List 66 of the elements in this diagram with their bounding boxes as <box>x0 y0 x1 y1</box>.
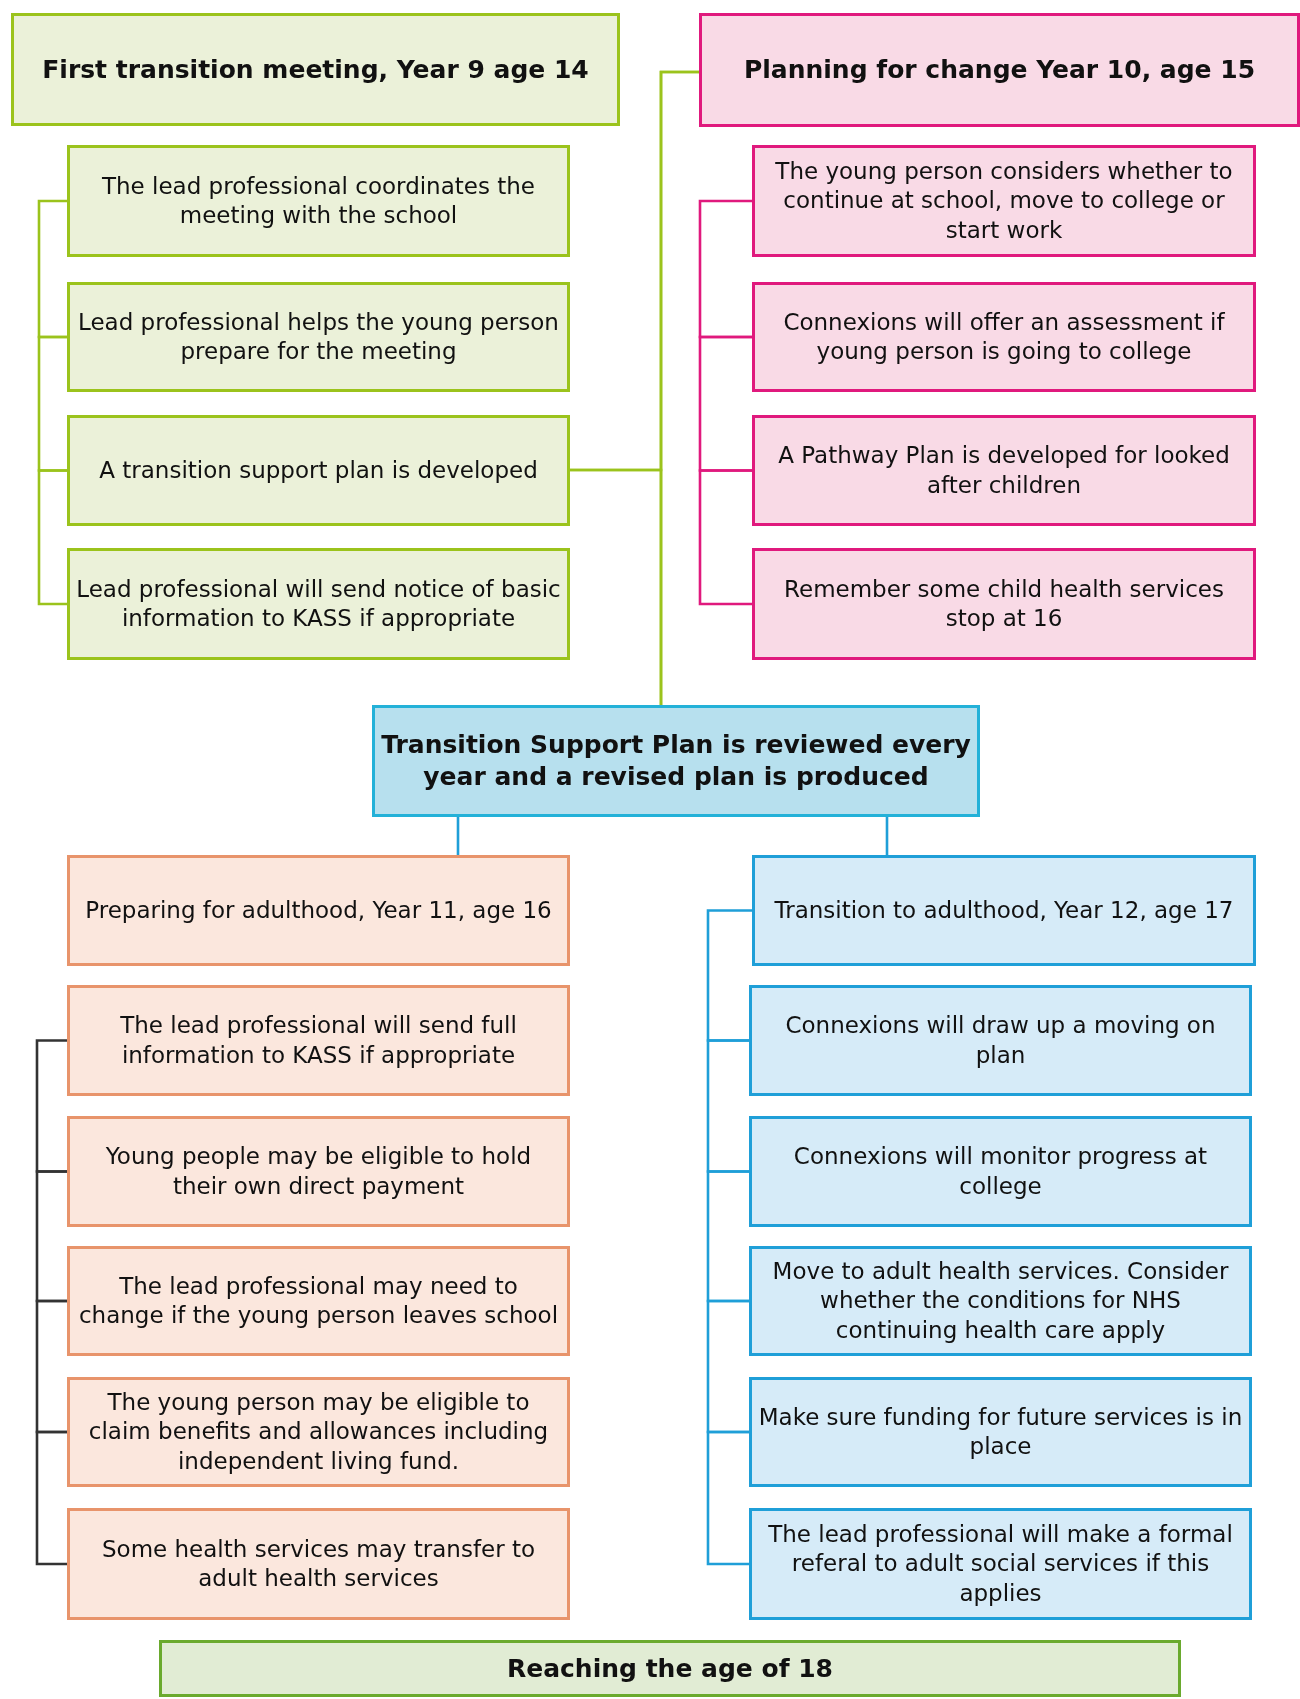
step-box <box>67 282 570 392</box>
step-box <box>67 548 570 660</box>
connector-line <box>456 817 460 855</box>
connector-line <box>885 817 889 855</box>
heading-box <box>11 13 620 126</box>
connector-line <box>698 199 752 339</box>
heading-text: Transition Support Plan is reviewed every year and a revised plan is produced <box>381 729 971 793</box>
step-text: Connexions will monitor progress at college <box>792 1142 1209 1201</box>
step-text: The lead professional will make a formal referal to adult social services if this applies <box>767 1520 1234 1608</box>
step-box <box>752 282 1256 392</box>
step-box <box>67 1377 570 1487</box>
heading-text: First transition meeting, Year 9 age 14 <box>42 53 589 86</box>
step-text: Transition to adulthood, Year 12, age 17 <box>774 895 1234 925</box>
step-box <box>67 1116 570 1227</box>
final-box <box>159 1640 1181 1697</box>
step-text: The young person considers whether to continue at school, move to college or start work <box>774 157 1234 245</box>
step-text: Some health services may transfer to adult health services <box>101 1534 536 1593</box>
step-box <box>752 145 1256 257</box>
review-box <box>372 705 980 817</box>
connector-line <box>706 1170 749 1303</box>
heading-box <box>67 855 570 966</box>
connector-line <box>698 335 752 472</box>
step-box <box>749 985 1252 1096</box>
step-text: The lead professional coordinates the meeting with the school <box>101 171 536 230</box>
step-box <box>752 548 1256 660</box>
step-text: Connexions will offer an assessment if young person is going to college <box>782 307 1226 366</box>
connector-line <box>35 1170 67 1303</box>
connector-line <box>706 1299 749 1434</box>
connector-line <box>659 70 699 705</box>
step-text: The lead professional may need to change if the young person leaves school <box>77 1271 560 1330</box>
connector-line <box>35 1299 67 1434</box>
step-text: A transition support plan is developed <box>99 455 538 485</box>
step-box <box>67 1508 570 1620</box>
step-box <box>749 1508 1252 1620</box>
heading-box <box>699 13 1300 127</box>
step-box <box>67 1246 570 1356</box>
connector-line <box>698 469 752 606</box>
connector-line <box>706 1039 749 1173</box>
connector-line <box>37 335 67 472</box>
step-text: Move to adult health services. Consider whether the conditions for NHS continuing health care apply <box>771 1257 1230 1345</box>
step-text: Young people may be eligible to hold their own direct payment <box>104 1142 533 1201</box>
connector-line <box>35 1430 67 1566</box>
connector-line <box>37 199 67 339</box>
step-box <box>67 415 570 526</box>
step-text: Remember some child health services stop at 16 <box>783 574 1225 633</box>
connector-line <box>706 1430 749 1566</box>
step-box <box>67 985 570 1096</box>
step-text: The lead professional will send full information to KASS if appropriate <box>119 1011 518 1070</box>
heading-text: Planning for change Year 10, age 15 <box>743 54 1256 86</box>
step-text: The young person may be eligible to claim benefits and allowances including independent living fund. <box>87 1388 550 1476</box>
connector-line <box>35 1039 67 1173</box>
step-text: Connexions will draw up a moving on plan <box>784 1011 1217 1070</box>
connector-line <box>706 909 752 1042</box>
connector-line <box>37 469 67 606</box>
step-box <box>749 1377 1252 1487</box>
step-text: A Pathway Plan is developed for looked after children <box>777 441 1231 500</box>
step-text: Make sure funding for future services is in place <box>758 1402 1243 1461</box>
step-box <box>752 415 1256 526</box>
heading-text: Reaching the age of 18 <box>506 1652 833 1685</box>
step-text: Lead professional helps the young person prepare for the meeting <box>77 307 560 366</box>
step-box <box>749 1116 1252 1227</box>
step-box <box>749 1246 1252 1356</box>
step-text: Lead professional will send notice of basic information to KASS if appropriate <box>76 574 561 633</box>
step-box <box>67 145 570 257</box>
heading-box <box>752 855 1256 966</box>
step-text: Preparing for adulthood, Year 11, age 16 <box>85 895 552 925</box>
